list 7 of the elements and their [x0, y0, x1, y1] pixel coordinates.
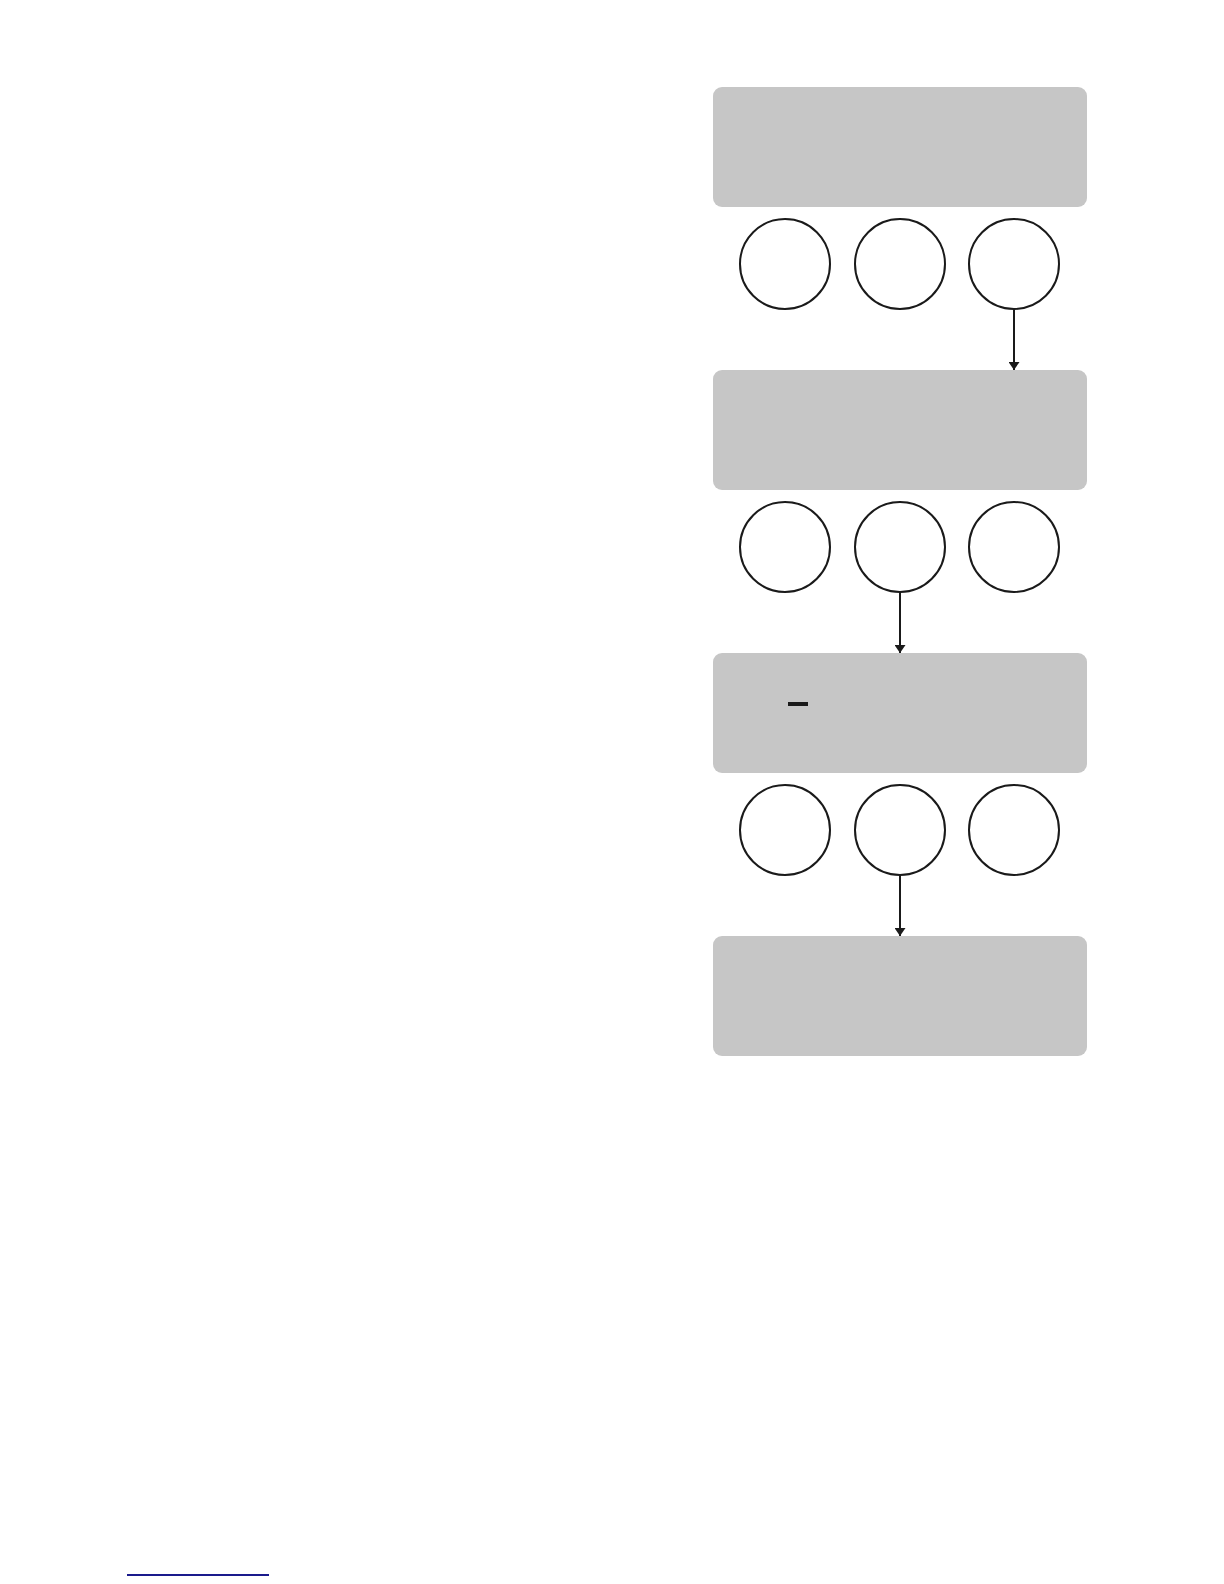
display-panel: [713, 936, 1087, 1056]
display-panel: [713, 370, 1087, 490]
arrow: [896, 875, 904, 937]
arrow: [896, 592, 904, 654]
display-panel: [713, 653, 1087, 773]
arrow: [1010, 309, 1018, 371]
display-panel: [713, 87, 1087, 207]
